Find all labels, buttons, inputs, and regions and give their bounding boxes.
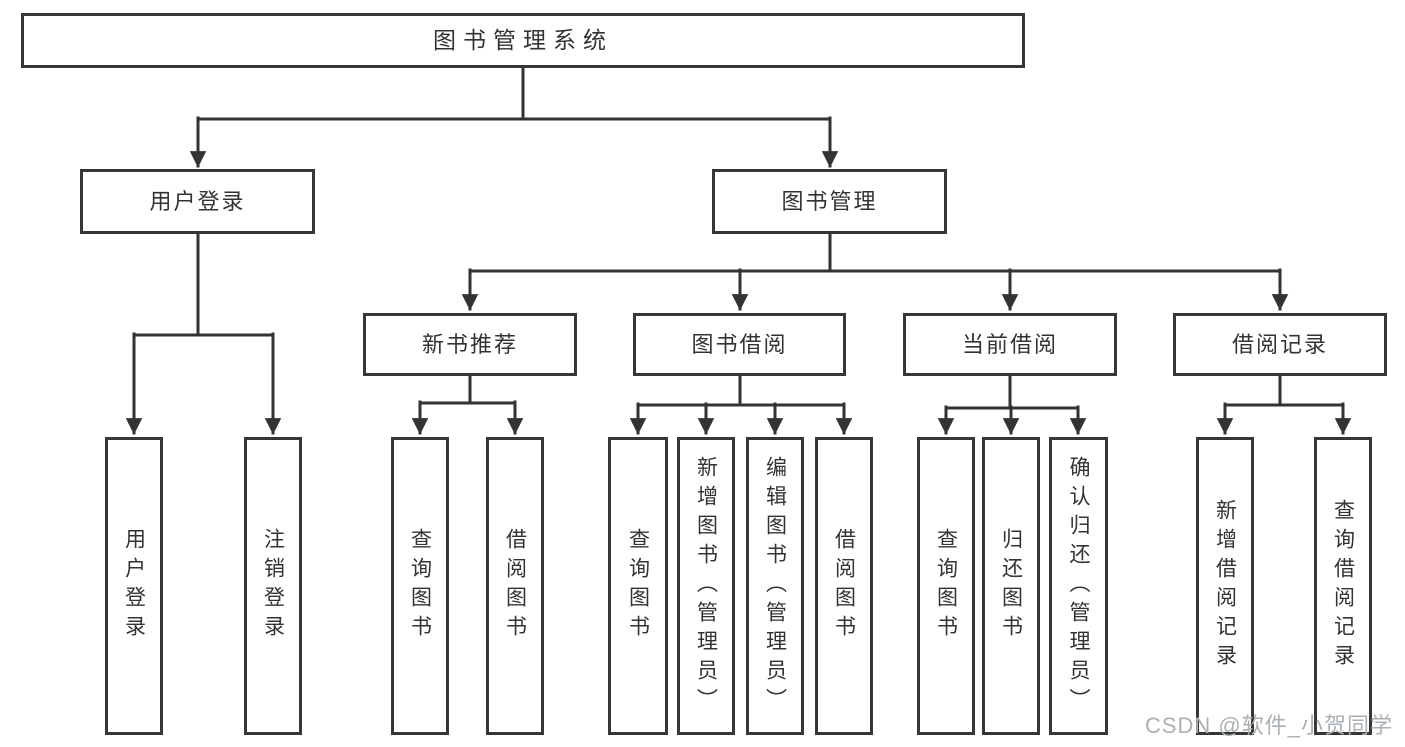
- node-label: 查询图书: [408, 528, 432, 644]
- node-label: 借阅图书: [503, 528, 527, 644]
- leaf-borrow-edit-books-admin: 编辑图书（管理员）: [746, 437, 804, 735]
- node-book-borrow: 图书借阅: [633, 313, 846, 376]
- node-label: 图书借阅: [691, 331, 788, 357]
- node-label: 图书管理系统: [433, 27, 613, 53]
- node-borrow-records: 借阅记录: [1173, 313, 1387, 376]
- leaf-current-confirm-return-admin: 确认归还（管理员）: [1049, 437, 1108, 735]
- node-label: 归还图书: [999, 528, 1023, 644]
- node-label: 注销登录: [261, 528, 285, 644]
- csdn-watermark: CSDN @软件_小贺同学: [1144, 713, 1393, 738]
- leaf-newbook-borrow-books: 借阅图书: [486, 437, 544, 735]
- leaf-current-query-books: 查询图书: [917, 437, 975, 735]
- leaf-logout: 注销登录: [244, 437, 302, 735]
- node-label: 用户登录: [149, 188, 246, 214]
- node-user-login: 用户登录: [80, 169, 315, 234]
- node-label: 用户登录: [122, 528, 146, 644]
- leaf-borrow-query-books: 查询图书: [608, 437, 668, 735]
- node-label: 查询图书: [934, 528, 958, 644]
- node-label: 新书推荐: [421, 331, 518, 357]
- node-label: 借阅图书: [832, 528, 856, 644]
- node-new-book-recommend: 新书推荐: [363, 313, 577, 376]
- node-label: 图书管理: [781, 188, 878, 214]
- leaf-records-add-record: 新增借阅记录: [1196, 437, 1254, 735]
- node-label: 新增借阅记录: [1213, 499, 1237, 673]
- leaf-records-query-record: 查询借阅记录: [1314, 437, 1372, 735]
- node-root-system: 图书管理系统: [21, 13, 1025, 68]
- node-label: 确认归还（管理员）: [1067, 455, 1091, 717]
- node-label: 当前借阅: [961, 331, 1058, 357]
- node-label: 借阅记录: [1231, 331, 1328, 357]
- leaf-current-return-books: 归还图书: [982, 437, 1040, 735]
- leaf-newbook-query-books: 查询图书: [391, 437, 449, 735]
- leaf-borrow-add-books-admin: 新增图书（管理员）: [677, 437, 735, 735]
- node-book-management: 图书管理: [712, 169, 947, 234]
- node-current-borrow: 当前借阅: [903, 313, 1117, 376]
- node-label: 新增图书（管理员）: [694, 455, 718, 717]
- node-label: 查询借阅记录: [1331, 499, 1355, 673]
- node-label: 编辑图书（管理员）: [763, 455, 787, 717]
- node-label: 查询图书: [626, 528, 650, 644]
- leaf-borrow-borrow-books: 借阅图书: [815, 437, 873, 735]
- leaf-user-login: 用户登录: [105, 437, 163, 735]
